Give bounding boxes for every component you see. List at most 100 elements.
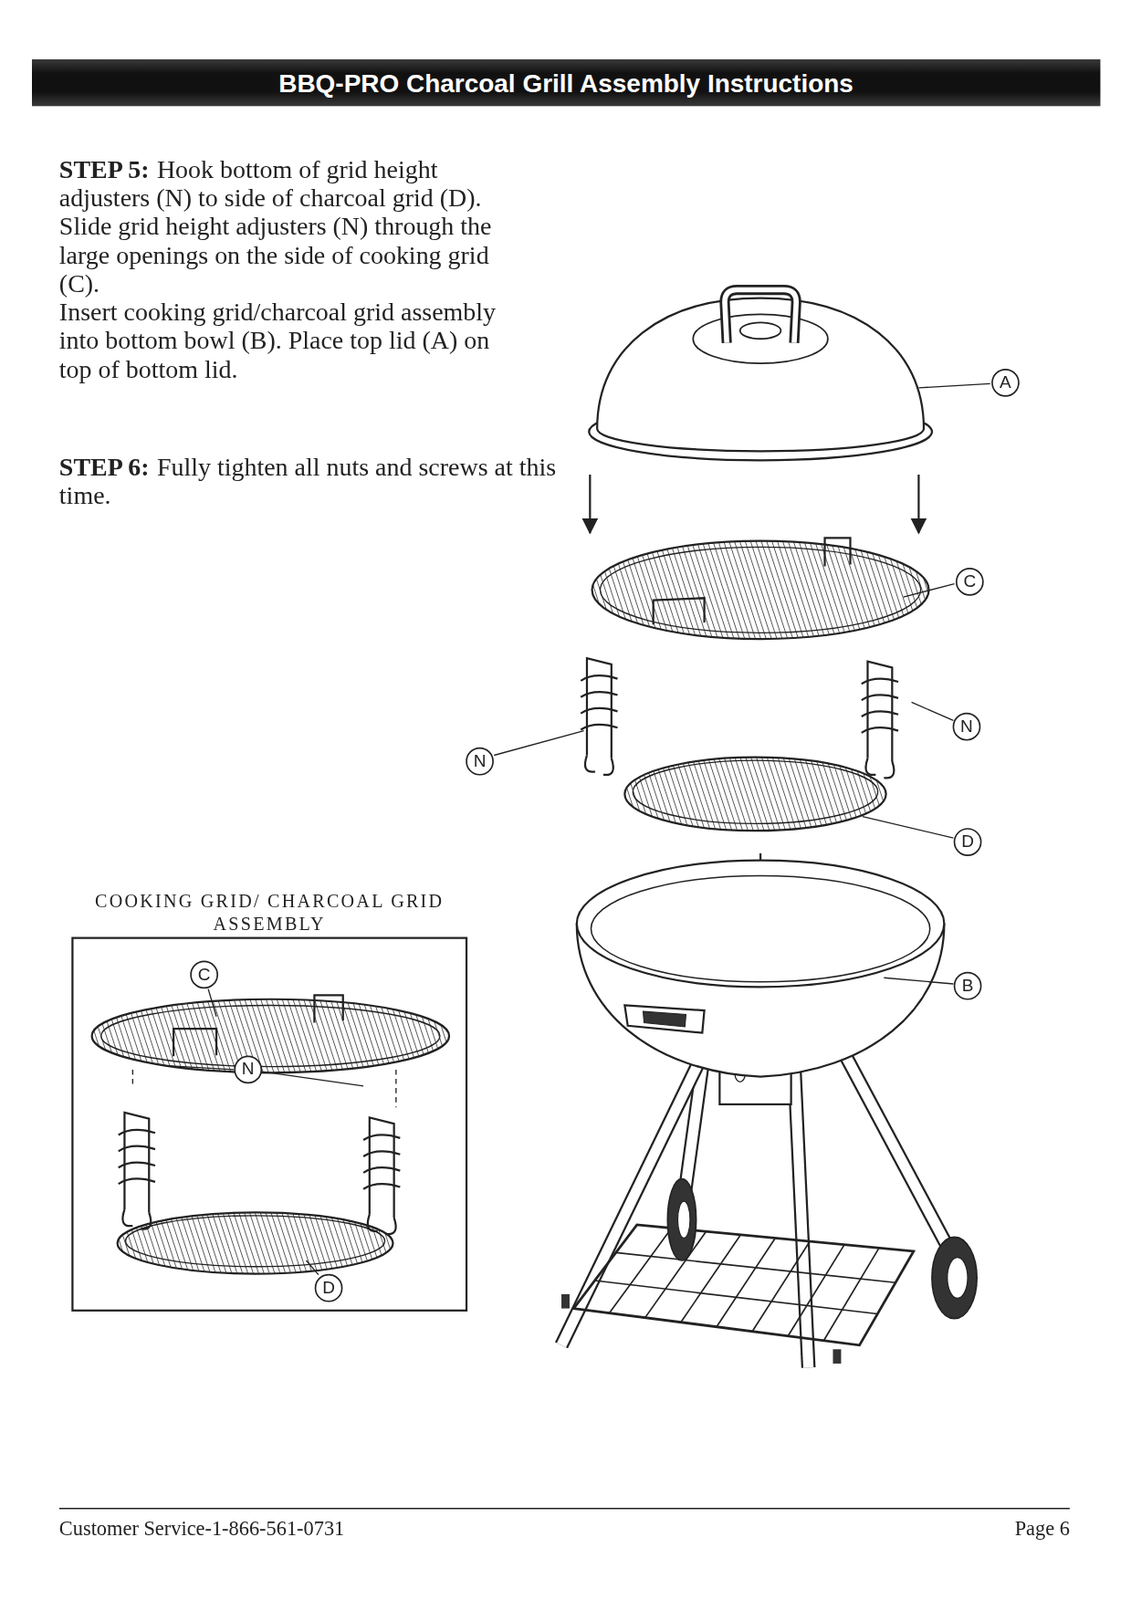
leg-face <box>561 1061 700 1346</box>
adjuster-rung <box>861 727 899 734</box>
step-paragraph: Insert cooking grid/charcoal grid assemb… <box>59 298 521 385</box>
charcoal-grid <box>624 757 886 832</box>
callout-letter: N <box>234 1056 262 1083</box>
shelf-wire <box>609 1228 672 1314</box>
inset-heading: COOKING GRID/ CHARCOAL GRID ASSEMBLY <box>71 890 468 935</box>
adjuster-rung <box>363 1134 400 1141</box>
shelf-wire <box>716 1237 775 1327</box>
shelf-wire <box>616 1252 896 1283</box>
leg-bolt <box>832 1349 841 1364</box>
callout-circle <box>952 713 980 741</box>
callout-circle <box>992 369 1019 397</box>
adjuster-rung <box>118 1146 156 1152</box>
grid-handle <box>653 597 705 625</box>
shelf-frame <box>573 1225 913 1346</box>
leader-line <box>208 989 217 1017</box>
adjuster-hook <box>140 1212 151 1229</box>
leader-line <box>911 701 954 721</box>
callout-circle <box>190 961 218 988</box>
adjuster-hook <box>585 754 596 772</box>
lid-handle <box>724 290 796 344</box>
leader-line <box>862 816 954 838</box>
leader-line <box>918 383 990 388</box>
shelf-wire <box>752 1241 810 1332</box>
adjuster-rung <box>118 1162 156 1169</box>
callout-letter: N <box>952 713 980 741</box>
bowl-inner-rim <box>590 875 930 982</box>
lid-handle-face <box>724 290 796 344</box>
adjuster-rung <box>118 1178 156 1184</box>
leader-line <box>903 584 955 598</box>
adjuster-rung <box>580 724 618 731</box>
charcoal-grid-ring <box>632 760 878 824</box>
leg-outline <box>561 1061 700 1346</box>
lid-vent <box>692 314 828 364</box>
callout-letter: D <box>315 1275 343 1302</box>
bowl-handle <box>624 1005 704 1033</box>
callout-letter: D <box>954 828 982 856</box>
leader-line <box>305 1260 318 1276</box>
adjuster-rung <box>118 1130 156 1136</box>
leader-line <box>261 1071 364 1087</box>
wheel <box>667 1179 696 1261</box>
cooking-grid-ring <box>600 546 922 633</box>
leader-line <box>493 731 584 756</box>
customer-service: Customer Service-1-866-561-0731 <box>59 1517 345 1541</box>
callout-circle <box>315 1275 343 1302</box>
inset-charcoal-grid-ring <box>125 1215 386 1268</box>
adjuster-rung <box>861 711 899 717</box>
leader-line <box>883 977 953 985</box>
adjuster-hook <box>386 1217 397 1235</box>
callout-letter: C <box>956 568 984 596</box>
step-paragraph: STEP 5:Hook bottom of grid height adjust… <box>59 155 521 299</box>
adjuster-rung <box>580 675 618 681</box>
inset-cooking-grid <box>92 999 450 1074</box>
callout-circle <box>954 828 982 856</box>
step-number: STEP 5: <box>59 155 150 183</box>
cooking-grid <box>592 541 930 639</box>
step-number: STEP 6: <box>59 452 150 481</box>
wheel <box>932 1236 977 1319</box>
adjuster-hook <box>865 758 876 775</box>
adjuster-rung <box>861 679 899 685</box>
callout-circle <box>954 973 982 1000</box>
callout-circle <box>234 1056 262 1083</box>
page-title: BBQ-PRO Charcoal Grill Assembly Instruct… <box>278 67 854 97</box>
callout-circle <box>466 748 493 775</box>
adjuster-rung <box>363 1167 400 1173</box>
shelf-wire <box>595 1280 879 1315</box>
inset-guide-dash <box>395 1069 397 1108</box>
page-number: Page 6 <box>1015 1517 1070 1541</box>
assembly-arrow <box>917 474 920 534</box>
leader-line <box>163 1065 234 1069</box>
callout-letter: B <box>954 973 982 1000</box>
inset-grid-handle <box>314 994 343 1023</box>
callout-letter: N <box>466 748 493 775</box>
wheel-hub <box>678 1201 691 1238</box>
assembly-arrow <box>588 474 591 534</box>
adjuster-hook <box>603 758 614 775</box>
adjuster-rung <box>363 1151 400 1157</box>
adjuster-hook <box>122 1209 133 1226</box>
bowl-handle-grip <box>642 1011 686 1027</box>
callout-circle <box>956 568 984 596</box>
step-paragraph: STEP 6:Fully tighten all nuts and screws… <box>59 452 562 511</box>
step-block: STEP 5:Hook bottom of grid height adjust… <box>59 155 521 384</box>
title-bar: BBQ-PRO Charcoal Grill Assembly Instruct… <box>31 59 1101 106</box>
wheel-hub <box>947 1257 968 1299</box>
adjuster-rung <box>861 694 899 701</box>
inset-guide-dash <box>132 1069 134 1085</box>
adjuster-hook <box>883 761 894 778</box>
lid-dome <box>596 298 924 452</box>
inset-cooking-grid-ring <box>101 1005 440 1067</box>
leg-bolt <box>561 1294 570 1310</box>
adjuster-rung <box>580 691 618 698</box>
inset-grid-handle <box>173 1028 217 1057</box>
bowl-rim <box>576 860 945 988</box>
inset-charcoal-grid <box>117 1212 394 1274</box>
step-text: Insert cooking grid/charcoal grid assemb… <box>59 298 496 384</box>
shelf-wire <box>823 1247 880 1341</box>
lid-vent-cap <box>740 322 782 339</box>
